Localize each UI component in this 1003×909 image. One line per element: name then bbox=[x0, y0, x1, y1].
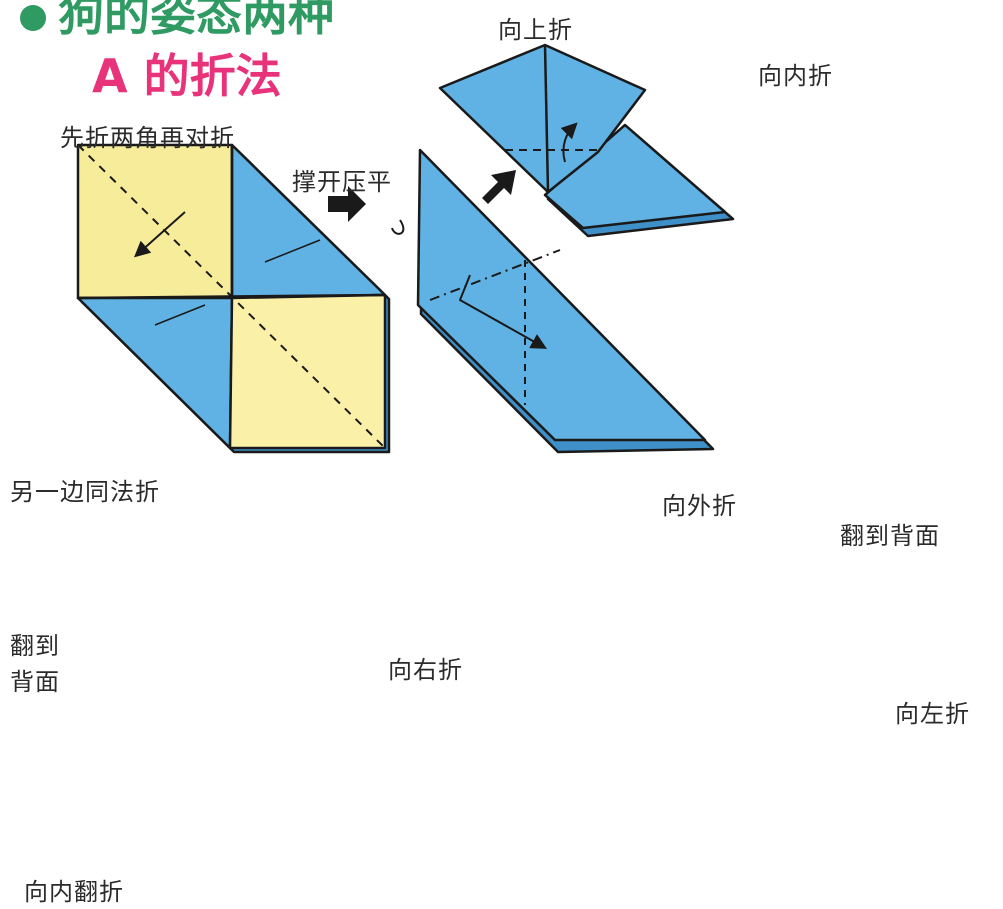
label-step8: 向右折 bbox=[388, 656, 463, 684]
title-text: 狗的姿态两种 bbox=[58, 0, 334, 41]
bullet-dot bbox=[20, 4, 46, 31]
page-title: 狗的姿态两种 bbox=[20, 0, 334, 44]
step1-square bbox=[76, 143, 391, 454]
label-step3: 向上折 bbox=[498, 16, 573, 44]
step2-strip bbox=[391, 148, 715, 454]
label-step11: 向内翻折 bbox=[24, 878, 124, 906]
step3-fold-up bbox=[438, 43, 735, 238]
label-step10-line2: 背面 bbox=[10, 668, 60, 696]
label-step4: 向内折 bbox=[758, 62, 833, 90]
subtitle: A 的折法 bbox=[92, 49, 282, 103]
label-step2: 撑开压平 bbox=[292, 168, 392, 196]
arrow-right-icon bbox=[328, 186, 366, 222]
label-step6: 向左折 bbox=[895, 700, 970, 728]
label-step7: 向外折 bbox=[662, 492, 737, 520]
label-step5: 翻到背面 bbox=[840, 522, 940, 550]
arrow-up-right-icon bbox=[482, 170, 516, 204]
label-step9: 另一边同法折 bbox=[10, 478, 160, 506]
label-step10-line1: 翻到 bbox=[10, 632, 60, 660]
label-step1: 先折两角再对折 bbox=[60, 124, 235, 152]
